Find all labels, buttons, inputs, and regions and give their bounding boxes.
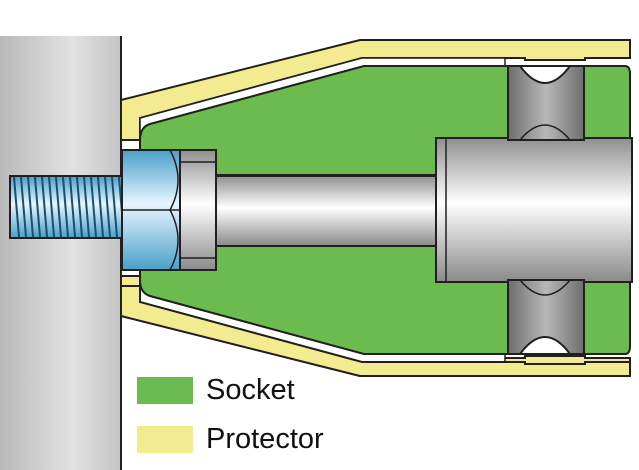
drive-square: [435, 137, 633, 283]
thread-line: [13, 176, 20, 238]
thread-line: [55, 176, 62, 238]
thread-line: [111, 176, 118, 238]
wall: [0, 36, 121, 470]
socket-swatch: [137, 377, 193, 404]
thread-line: [48, 176, 55, 238]
threaded-bolt: [9, 175, 125, 239]
legend-socket: Socket: [137, 376, 295, 405]
thread-line: [97, 176, 104, 238]
hex-nut: [121, 149, 217, 271]
thread-line: [76, 176, 83, 238]
socket-label: Socket: [206, 374, 295, 406]
retaining-ring-lower: [507, 279, 585, 355]
protector-lower-edge: [120, 285, 631, 377]
thread-line: [41, 176, 48, 238]
thread-line: [104, 176, 111, 238]
legend-protector: Protector: [137, 425, 324, 454]
thread-line: [27, 176, 34, 238]
thread-line: [20, 176, 27, 238]
thread-line: [34, 176, 41, 238]
thread-line: [62, 176, 69, 238]
retaining-ring-upper: [507, 65, 585, 141]
drive-shaft: [211, 175, 445, 247]
thread-line: [90, 176, 97, 238]
protector-swatch: [137, 426, 193, 453]
protector-label: Protector: [206, 423, 324, 455]
thread-line: [69, 176, 76, 238]
thread-line: [83, 176, 90, 238]
